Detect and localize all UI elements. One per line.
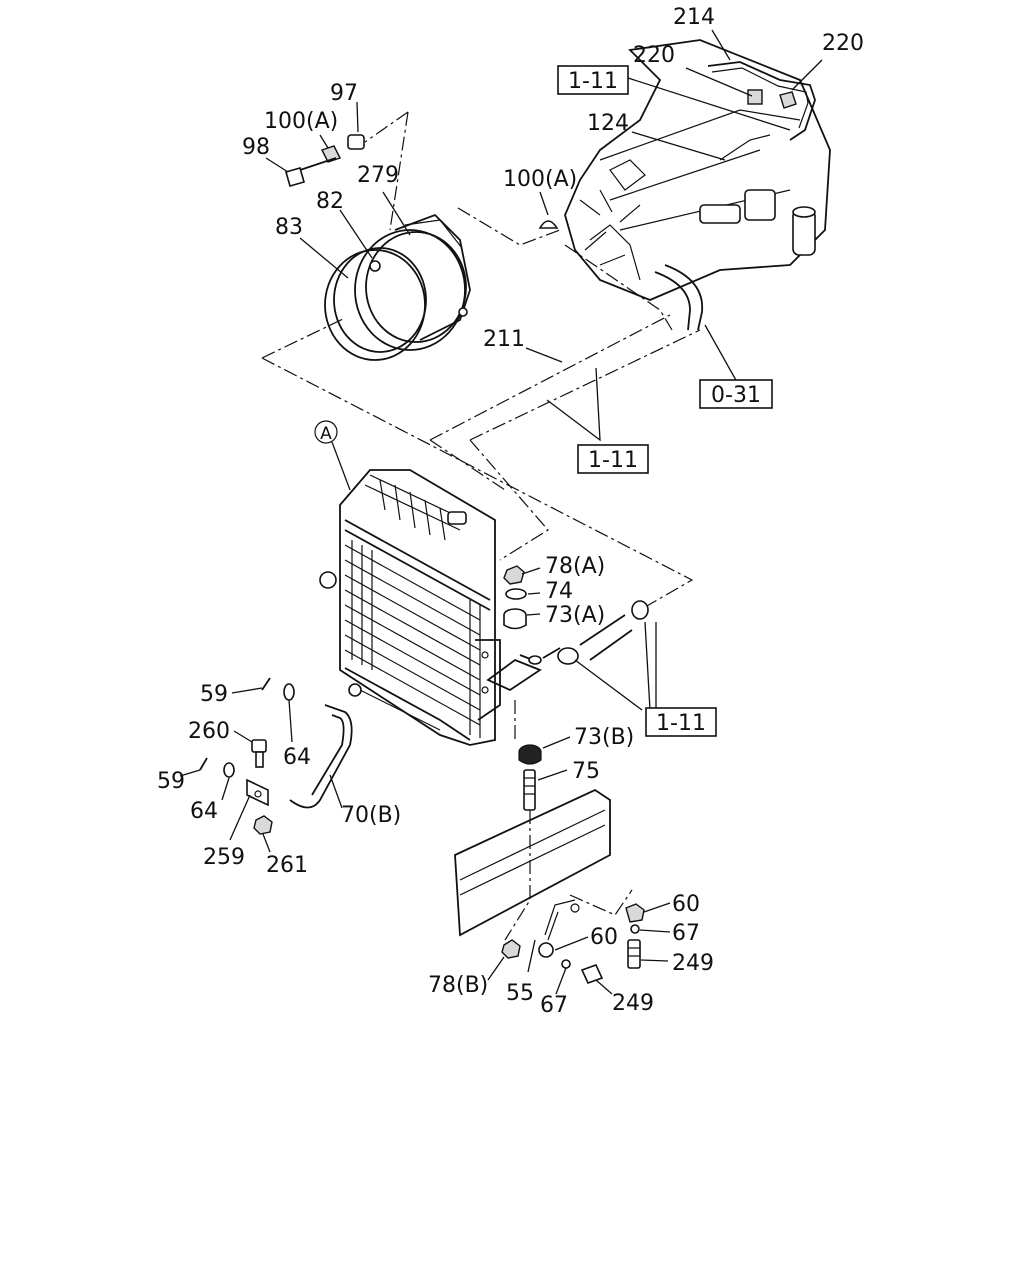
label-124: 124: [587, 111, 629, 136]
callout-a: A: [314, 420, 338, 444]
part-labels: 214 220 220 97 100(A) 98 124 279 82 100(…: [157, 5, 864, 1018]
drain-pipe: [199, 677, 353, 835]
ref-box-1-11-top[interactable]: 1-11: [557, 65, 629, 95]
label-220-b: 220: [822, 31, 864, 56]
label-97: 97: [330, 81, 358, 106]
bottom-fasteners: [501, 903, 645, 984]
ref-box-1-11-low[interactable]: 1-11: [645, 707, 717, 737]
label-73b: 73(B): [574, 725, 634, 750]
label-60-b: 60: [590, 925, 618, 950]
label-220-a: 220: [633, 43, 675, 68]
label-100a-mid: 100(A): [503, 167, 577, 192]
label-55: 55: [506, 981, 534, 1006]
label-211: 211: [483, 327, 525, 352]
label-279: 279: [357, 163, 399, 188]
fan-shroud: [285, 134, 471, 361]
svg-text:0-31: 0-31: [711, 383, 761, 408]
radiator: [319, 469, 542, 746]
label-59-a: 59: [200, 682, 228, 707]
ref-box-1-11-mid[interactable]: 1-11: [577, 444, 649, 474]
label-78a: 78(A): [545, 554, 605, 579]
label-75: 75: [572, 759, 600, 784]
frame-member: [454, 788, 611, 941]
label-214: 214: [673, 5, 715, 30]
leader-lines: [179, 29, 823, 995]
label-83: 83: [275, 215, 303, 240]
label-78b: 78(B): [428, 973, 488, 998]
label-259: 259: [203, 845, 245, 870]
ref-box-0-31[interactable]: 0-31: [699, 379, 773, 409]
label-67-a: 67: [672, 921, 700, 946]
label-64-a: 64: [283, 745, 311, 770]
label-73a: 73(A): [545, 603, 605, 628]
upper-hose: [542, 600, 649, 665]
svg-text:1-11: 1-11: [656, 711, 706, 736]
mount-upper: [486, 565, 542, 692]
svg-text:A: A: [320, 424, 332, 444]
engine-block: [564, 39, 831, 331]
label-249-a: 249: [672, 951, 714, 976]
label-64-b: 64: [190, 799, 218, 824]
mount-lower: [518, 744, 542, 811]
label-59-b: 59: [157, 769, 185, 794]
label-60-a: 60: [672, 892, 700, 917]
assembly-lines: [261, 111, 701, 941]
svg-text:1-11: 1-11: [568, 69, 618, 94]
label-249-b: 249: [612, 991, 654, 1016]
label-70b: 70(B): [341, 803, 401, 828]
label-261: 261: [266, 853, 308, 878]
label-260: 260: [188, 719, 230, 744]
label-100a-top: 100(A): [264, 109, 338, 134]
label-82: 82: [316, 189, 344, 214]
label-98: 98: [242, 135, 270, 160]
cap-100a: [538, 220, 559, 229]
label-67-b: 67: [540, 993, 568, 1018]
svg-text:1-11: 1-11: [588, 448, 638, 473]
label-74: 74: [545, 579, 573, 604]
